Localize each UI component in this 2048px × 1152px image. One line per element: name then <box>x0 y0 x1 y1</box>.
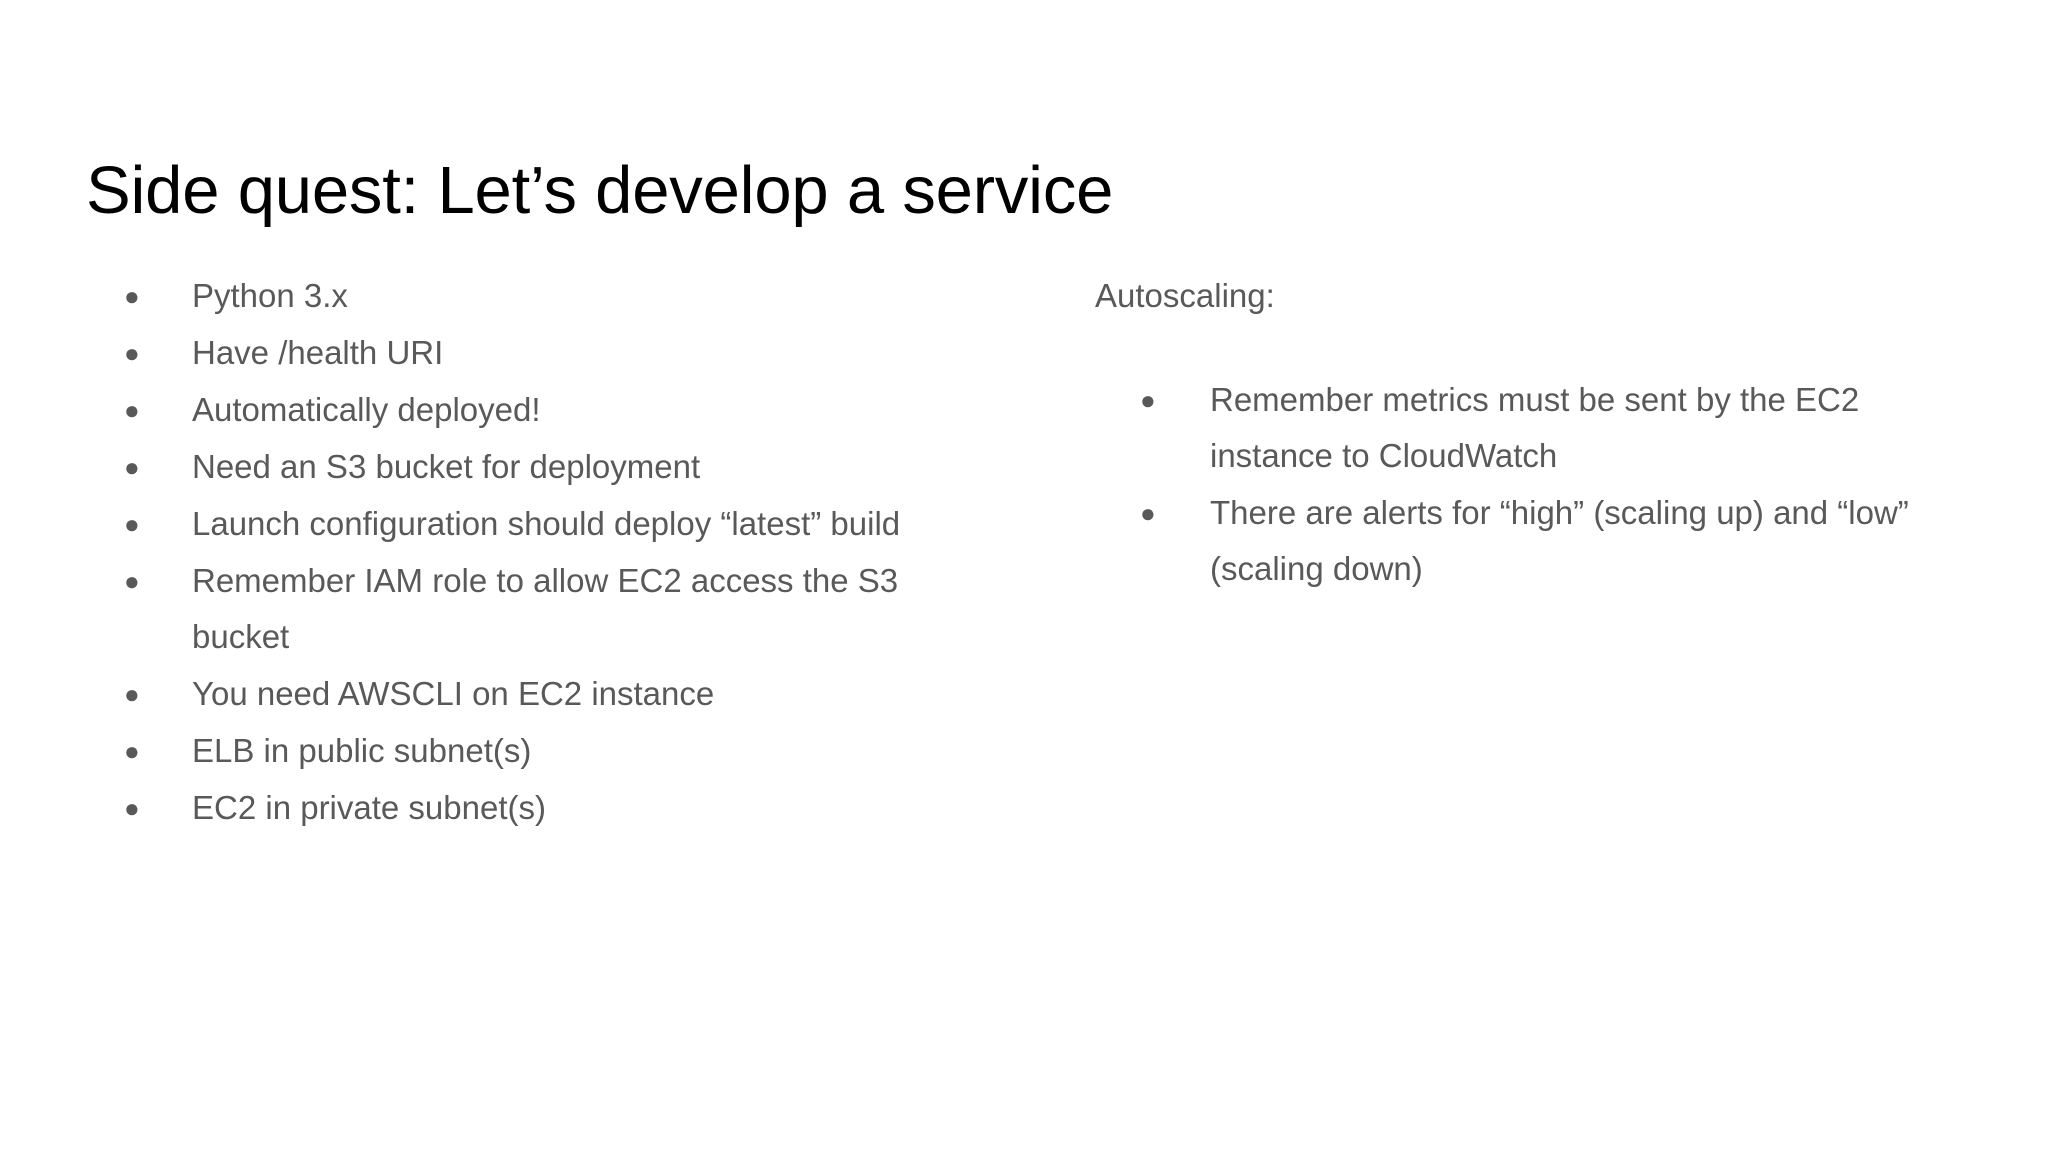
right-bullet-list: ● Remember metrics must be sent by the E… <box>1095 372 1915 597</box>
bullet-dot-icon: ● <box>124 281 140 311</box>
bullet-dot-icon: ● <box>124 338 140 368</box>
list-item: ● There are alerts for “high” (scaling u… <box>1095 485 1915 597</box>
list-item: ● Have /health URI <box>96 325 956 381</box>
bullet-dot-icon: ● <box>124 452 140 482</box>
list-item: ● Python 3.x <box>96 268 956 324</box>
right-content-column: Autoscaling: ● Remember metrics must be … <box>1095 268 1915 598</box>
list-item-label: Remember metrics must be sent by the EC2… <box>1210 381 1860 474</box>
list-item: ● Automatically deployed! <box>96 382 956 438</box>
autoscaling-heading: Autoscaling: <box>1095 277 1275 314</box>
bullet-dot-icon: ● <box>124 679 140 709</box>
list-item-label: Remember IAM role to allow EC2 access th… <box>192 562 899 655</box>
list-item-label: ELB in public subnet(s) <box>192 732 532 769</box>
bullet-dot-icon: ● <box>124 509 140 539</box>
left-content-column: ● Python 3.x ● Have /health URI ● Automa… <box>96 268 956 837</box>
bullet-dot-icon: ● <box>1140 385 1156 415</box>
bullet-dot-icon: ● <box>124 395 140 425</box>
list-item: ● You need AWSCLI on EC2 instance <box>96 666 956 722</box>
list-item: ● Need an S3 bucket for deployment <box>96 439 956 495</box>
list-item-label: Launch configuration should deploy “late… <box>192 505 901 542</box>
list-item-label: Need an S3 bucket for deployment <box>192 448 701 485</box>
list-item-label: Have /health URI <box>192 334 444 371</box>
bullet-dot-icon: ● <box>124 736 140 766</box>
left-bullet-list: ● Python 3.x ● Have /health URI ● Automa… <box>96 268 956 836</box>
list-item-label: Python 3.x <box>192 277 348 314</box>
bullet-dot-icon: ● <box>124 566 140 596</box>
list-item: ● ELB in public subnet(s) <box>96 723 956 779</box>
page-title: Side quest: Let’s develop a service <box>86 152 1114 228</box>
bullet-dot-icon: ● <box>1140 498 1156 528</box>
list-item-label: There are alerts for “high” (scaling up)… <box>1210 494 1909 587</box>
list-item-label: Automatically deployed! <box>192 391 541 428</box>
list-item-label: EC2 in private subnet(s) <box>192 789 546 826</box>
list-item: ● Remember IAM role to allow EC2 access … <box>96 553 956 665</box>
list-item: ● Remember metrics must be sent by the E… <box>1095 372 1915 484</box>
list-item-label: You need AWSCLI on EC2 instance <box>192 675 715 712</box>
list-item: ● EC2 in private subnet(s) <box>96 780 956 836</box>
bullet-dot-icon: ● <box>124 793 140 823</box>
list-item: ● Launch configuration should deploy “la… <box>96 496 956 552</box>
